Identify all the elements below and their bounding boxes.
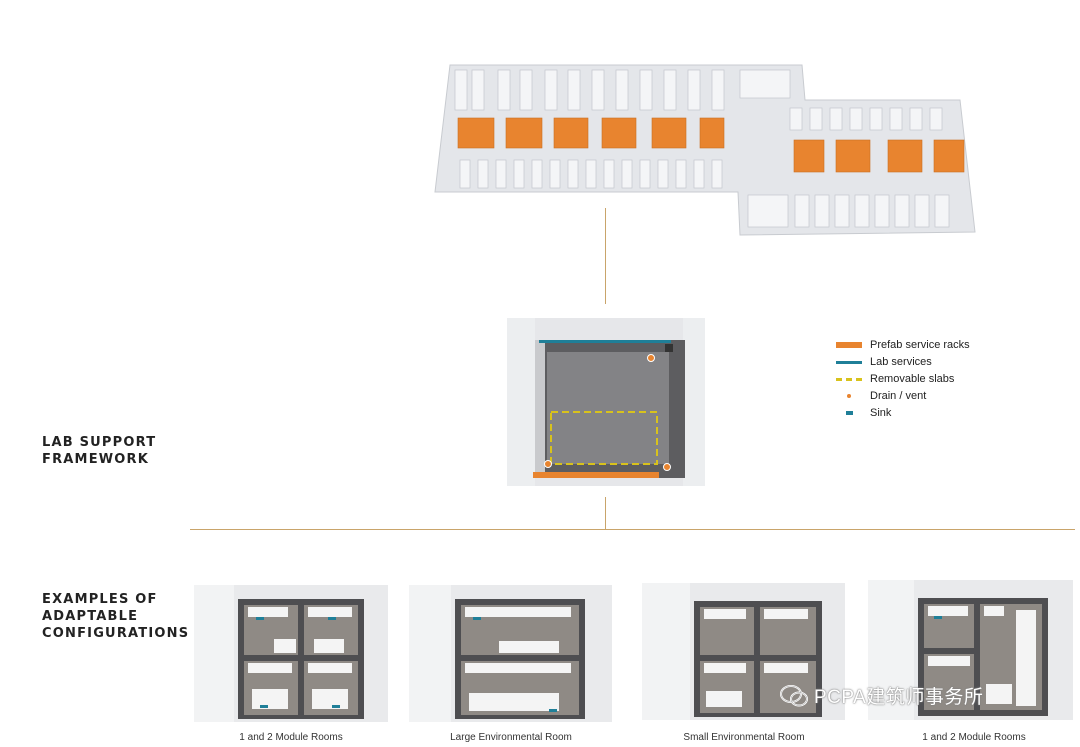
examples-label: EXAMPLES OF ADAPTABLE CONFIGURATIONS [42, 592, 190, 641]
example-caption: 1 and 2 Module Rooms [922, 732, 1026, 743]
legend-label: Removable slabs [870, 372, 955, 385]
example-caption: Large Environmental Room [450, 732, 572, 743]
example-1-image [194, 585, 388, 722]
example-caption: 1 and 2 Module Rooms [239, 732, 343, 743]
watermark-text: PCPA建筑师事务所 [814, 687, 984, 708]
legend-item: Removable slabs [836, 370, 970, 387]
example-4-image [868, 580, 1073, 720]
example-2-image [409, 585, 612, 722]
lab-support-label: LAB SUPPORT FRAMEWORK [42, 435, 157, 467]
lab-services-line-icon [836, 357, 862, 367]
example-caption: Small Environmental Room [683, 732, 805, 743]
legend: Prefab service racks Lab services Remova… [836, 336, 970, 421]
wechat-icon [780, 685, 808, 707]
legend-item: Prefab service racks [836, 336, 970, 353]
drain-dot-icon [836, 391, 862, 401]
prefab-rack-icon [836, 340, 862, 350]
legend-label: Prefab service racks [870, 338, 970, 351]
lab-support-module-image [507, 318, 705, 486]
legend-label: Drain / vent [870, 389, 927, 402]
connector-line-bottom [605, 497, 606, 530]
legend-item: Lab services [836, 353, 970, 370]
divider-line [190, 529, 1075, 530]
legend-item: Drain / vent [836, 387, 970, 404]
example-3-image [642, 583, 845, 720]
removable-slab-dash-icon [836, 374, 862, 384]
legend-label: Sink [870, 406, 892, 419]
legend-item: Sink [836, 404, 970, 421]
floor-plan-image [434, 64, 976, 236]
sink-mark-icon [836, 408, 862, 418]
connector-line-top [605, 208, 606, 304]
legend-label: Lab services [870, 355, 932, 368]
